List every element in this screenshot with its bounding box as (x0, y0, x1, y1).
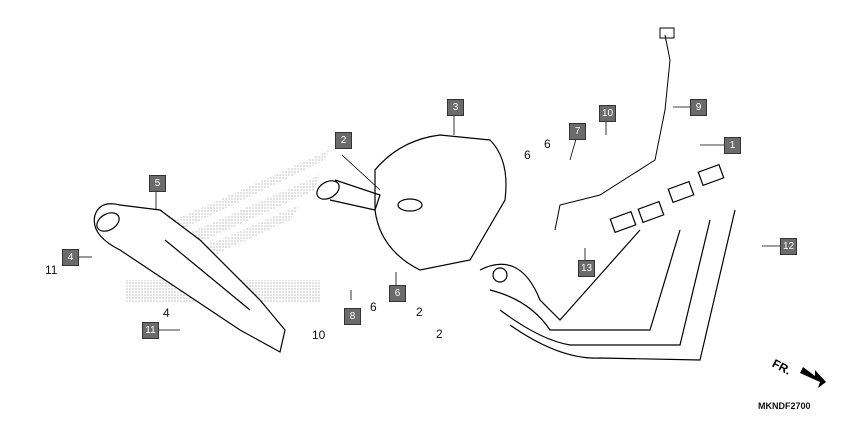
callout-7[interactable]: 7 (569, 123, 586, 140)
silencer-body-drawing (316, 134, 507, 271)
callout-2[interactable]: 2 (335, 132, 352, 149)
callout-11[interactable]: 11 (142, 322, 159, 339)
callout-4[interactable]: 4 (62, 249, 79, 266)
callout-13[interactable]: 13 (578, 260, 595, 277)
muffler-drawing (93, 203, 286, 353)
label-6: 6 (370, 300, 377, 314)
exhaust-pipes-drawing (479, 163, 736, 361)
diagram-code: MKNDF2700 (758, 401, 811, 411)
leader-lines (78, 106, 780, 331)
label-4: 4 (163, 306, 170, 320)
callout-8[interactable]: 8 (344, 308, 361, 325)
label-2: 2 (436, 327, 443, 341)
o2-sensor-drawing (554, 27, 675, 231)
callout-1[interactable]: 1 (724, 137, 741, 154)
callout-3[interactable]: 3 (447, 99, 464, 116)
front-arrow-icon (800, 367, 826, 388)
callout-6[interactable]: 6 (389, 285, 406, 302)
callout-9[interactable]: 9 (690, 99, 707, 116)
callout-5[interactable]: 5 (149, 175, 166, 192)
callout-12[interactable]: 12 (780, 238, 797, 255)
label-11: 11 (45, 263, 58, 277)
label-6: 6 (544, 137, 551, 151)
callout-10[interactable]: 10 (599, 105, 616, 122)
label-2: 2 (416, 305, 423, 319)
label-10: 10 (312, 328, 326, 342)
label-6: 6 (524, 148, 531, 162)
